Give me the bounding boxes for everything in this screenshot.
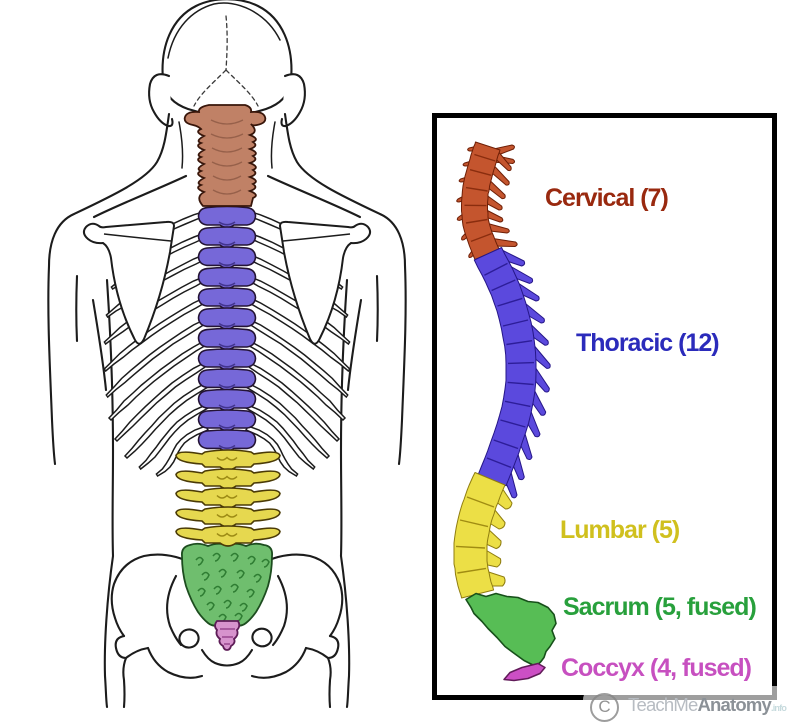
- label-cervical: Cervical (7): [545, 184, 669, 212]
- obturator-foramina: [178, 627, 273, 649]
- scapulae: [82, 220, 372, 345]
- lumbar-spine-posterior: [175, 449, 281, 547]
- skull: [148, 0, 306, 169]
- label-thoracic: Thoracic (12): [576, 329, 720, 357]
- sacrum-posterior: [181, 542, 273, 627]
- cervical-spine-posterior: [183, 104, 267, 207]
- lateral-spine-panel: Cervical (7) Thoracic (12) Lumbar (5) Sa…: [432, 113, 777, 700]
- body-outline: [47, 112, 407, 709]
- thoracic-spine-lateral: [473, 247, 551, 499]
- lumbar-spine-lateral: [453, 472, 513, 599]
- watermark: C TeachMeAnatomy.info: [583, 686, 797, 722]
- coccyx-lateral: [503, 662, 546, 682]
- ear: [148, 73, 174, 128]
- label-coccyx: Coccyx (4, fused): [561, 654, 752, 682]
- thoracic-spine-posterior: [197, 205, 257, 452]
- posterior-skeleton-figure: [47, 0, 407, 709]
- label-lumbar: Lumbar (5): [560, 516, 680, 544]
- lateral-spine-figure: [453, 141, 557, 682]
- sacrum-lateral: [465, 592, 557, 668]
- watermark-suffix: .info: [771, 703, 787, 713]
- cervical-spine-lateral: [456, 141, 518, 260]
- pelvis: [110, 553, 344, 709]
- lateral-spine-panel-inner: Cervical (7) Thoracic (12) Lumbar (5) Sa…: [437, 118, 772, 695]
- coccyx-posterior: [214, 620, 241, 651]
- watermark-brand-bold: Anatomy: [697, 694, 772, 715]
- skull-suture: [193, 69, 227, 107]
- watermark-brand-light: TeachMe: [628, 694, 698, 715]
- skull-suture: [225, 69, 259, 107]
- watermark-text: TeachMeAnatomy.info: [628, 694, 787, 716]
- label-sacrum: Sacrum (5, fused): [563, 593, 757, 621]
- neck-line: [178, 121, 184, 169]
- neck-line: [270, 121, 276, 169]
- ear: [280, 73, 306, 128]
- copyright-icon: C: [590, 693, 619, 722]
